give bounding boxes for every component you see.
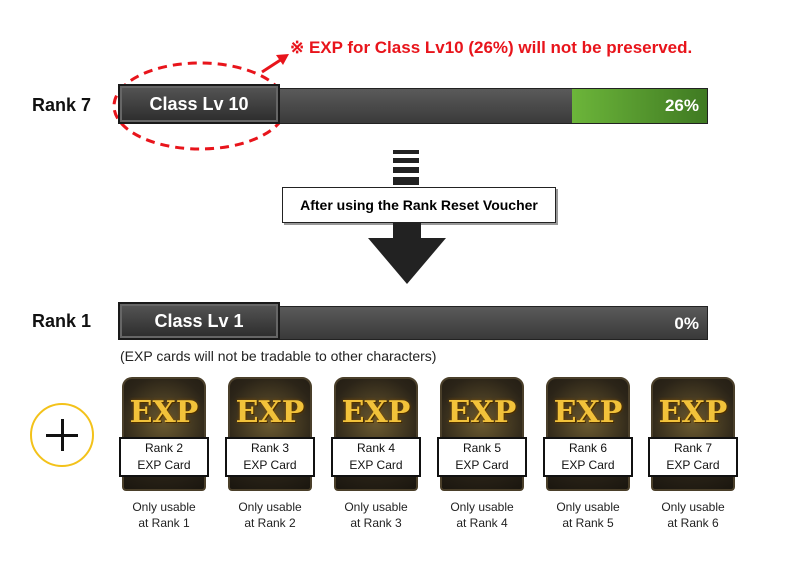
exp-fill <box>572 89 707 123</box>
usage-line: Only usable <box>450 500 514 514</box>
exp-card-image: EXP Rank 2 EXP Card <box>119 377 209 491</box>
usage-rank: at Rank 6 <box>667 516 719 530</box>
card-rank: Rank 2 <box>144 441 184 455</box>
card-name: EXP Card <box>349 458 403 472</box>
card-label: Rank 5 EXP Card <box>437 437 527 477</box>
down-arrow-icon <box>368 222 446 284</box>
exp-logo: EXP <box>658 395 728 430</box>
card-label: Rank 4 EXP Card <box>331 437 421 477</box>
card-rank: Rank 7 <box>673 441 713 455</box>
usage-rank: at Rank 4 <box>456 516 508 530</box>
usage-rank: at Rank 3 <box>350 516 402 530</box>
card-label: Rank 3 EXP Card <box>225 437 315 477</box>
after-exp-percent: 0% <box>674 314 699 333</box>
card-label: Rank 7 EXP Card <box>648 437 738 477</box>
exp-card-image: EXP Rank 5 EXP Card <box>437 377 527 491</box>
exp-logo: EXP <box>553 395 623 430</box>
exp-card-image: EXP Rank 4 EXP Card <box>331 377 421 491</box>
cards-note: (EXP cards will not be tradable to other… <box>120 348 437 364</box>
usage-line: Only usable <box>132 500 196 514</box>
exp-card-image: EXP Rank 6 EXP Card <box>543 377 633 491</box>
card-usage: Only usable at Rank 1 <box>119 499 209 531</box>
exp-logo: EXP <box>447 395 517 430</box>
card-rank: Rank 4 <box>356 441 396 455</box>
usage-line: Only usable <box>238 500 302 514</box>
card-usage: Only usable at Rank 3 <box>331 499 421 531</box>
card-usage: Only usable at Rank 6 <box>648 499 738 531</box>
before-class-level: Class Lv 10 <box>118 84 280 124</box>
exp-card-image: EXP Rank 7 EXP Card <box>648 377 738 491</box>
usage-line: Only usable <box>661 500 725 514</box>
card-label: Rank 2 EXP Card <box>119 437 209 477</box>
card-label: Rank 6 EXP Card <box>543 437 633 477</box>
exp-logo: EXP <box>341 395 411 430</box>
after-rank: Rank 1 <box>32 311 92 331</box>
card-usage: Only usable at Rank 5 <box>543 499 633 531</box>
exp-logo: EXP <box>235 395 305 430</box>
before-rank: Rank 7 <box>32 95 92 115</box>
card-name: EXP Card <box>666 458 720 472</box>
card-name: EXP Card <box>243 458 297 472</box>
card-name: EXP Card <box>455 458 509 472</box>
before-exp-percent: 26% <box>664 96 699 115</box>
plus-icon <box>30 403 94 467</box>
card-name: EXP Card <box>561 458 615 472</box>
usage-rank: at Rank 1 <box>138 516 190 530</box>
usage-rank: at Rank 5 <box>562 516 614 530</box>
usage-rank: at Rank 2 <box>244 516 296 530</box>
card-rank: Rank 3 <box>250 441 290 455</box>
card-usage: Only usable at Rank 4 <box>437 499 527 531</box>
after-class-level: Class Lv 1 <box>118 302 280 340</box>
usage-line: Only usable <box>556 500 620 514</box>
card-name: EXP Card <box>137 458 191 472</box>
exp-logo: EXP <box>129 395 199 430</box>
transition-label: After using the Rank Reset Voucher <box>282 187 556 223</box>
card-rank: Rank 6 <box>568 441 608 455</box>
arrow-icon <box>276 54 289 65</box>
card-usage: Only usable at Rank 2 <box>225 499 315 531</box>
card-rank: Rank 5 <box>462 441 502 455</box>
exp-card-image: EXP Rank 3 EXP Card <box>225 377 315 491</box>
warning-text: ※ EXP for Class Lv10 (26%) will not be p… <box>290 38 693 57</box>
usage-line: Only usable <box>344 500 408 514</box>
